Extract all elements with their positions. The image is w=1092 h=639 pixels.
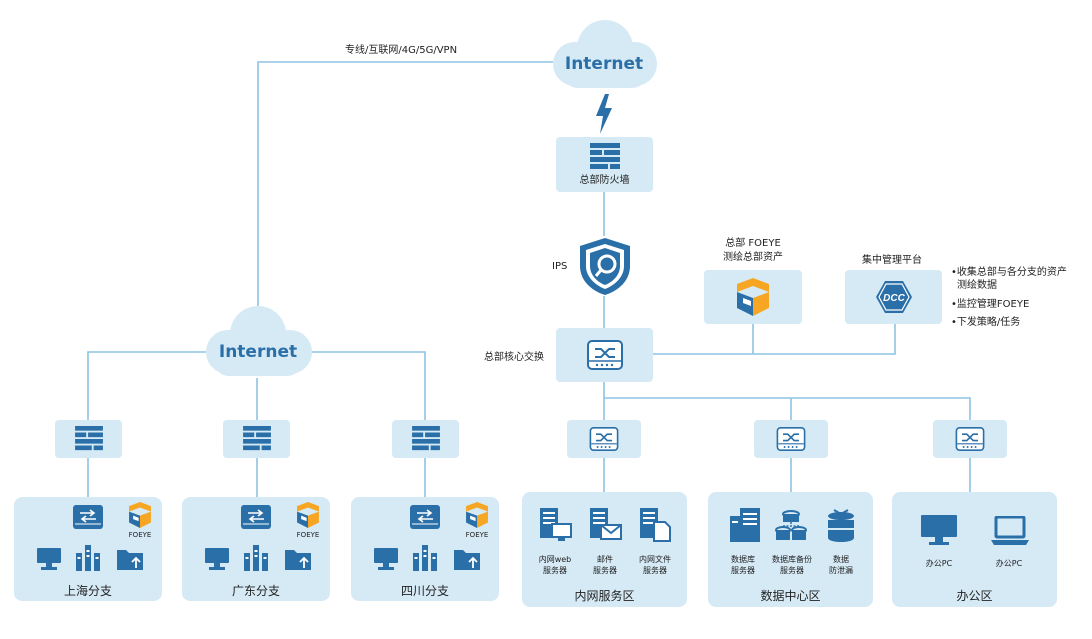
intranet-item-3: 内网文件服务器	[639, 555, 671, 575]
foeye-text: FOEYE	[128, 531, 152, 539]
foeye-text: FOEYE	[465, 531, 489, 539]
firewall-icon	[411, 426, 440, 451]
branch-zone-guangdong: FOEYE 广东分支	[182, 497, 330, 601]
office-item-2: 办公PC	[995, 559, 1023, 568]
internet-top-label: Internet	[564, 54, 644, 74]
hq-foeye-line1: 总部 FOEYE	[725, 238, 781, 249]
mgmt-label: 集中管理平台	[862, 255, 922, 266]
access-switch-datacenter[interactable]	[754, 420, 828, 458]
foeye-logo-icon	[466, 502, 488, 528]
desktop-icon	[374, 548, 398, 570]
hq-foeye-label: 总部 FOEYE 测绘总部资产	[708, 237, 798, 265]
hq-firewall-tile[interactable]: 总部防火墙	[556, 137, 653, 192]
branch-zone-shanghai: FOEYE 上海分支	[14, 497, 162, 601]
foeye-text: FOEYE	[296, 531, 320, 539]
feature-2: •监控管理FOEYE	[951, 299, 1030, 310]
desktop-icon	[37, 548, 61, 570]
office-zone: 办公PC 办公PC 办公区	[892, 492, 1057, 607]
datacenter-item-2: 数据库备份服务器	[772, 555, 812, 575]
switch-icon	[589, 427, 619, 451]
firewall-icon	[242, 426, 271, 451]
switch-icon	[955, 427, 985, 451]
firewall-icon	[590, 143, 620, 169]
core-switch-tile[interactable]	[556, 328, 653, 382]
internet-left-label: Internet	[218, 342, 298, 362]
link-label: 专线/互联网/4G/5G/VPN	[345, 45, 458, 56]
office-zone-title: 办公区	[956, 589, 993, 603]
ips-label: IPS	[552, 261, 568, 272]
data-leak-prevention-icon	[828, 509, 854, 542]
branch-name: 广东分支	[231, 584, 280, 598]
file-server-icon	[640, 508, 671, 542]
folder-upload-icon	[117, 550, 143, 570]
feature-3: •下发策略/任务	[951, 317, 1021, 328]
firewall-icon	[74, 426, 103, 451]
foeye-logo-icon	[737, 278, 769, 316]
datacenter-zone-title: 数据中心区	[760, 589, 821, 603]
dcc-hexagon-icon: DCC	[875, 281, 912, 313]
lightning-icon	[596, 94, 612, 134]
router-icon	[73, 505, 103, 529]
datacenter-item-1: 数据库服务器	[731, 555, 755, 575]
hq-foeye-line2: 测绘总部资产	[723, 252, 783, 263]
datacenter-item-3: 数据防泄漏	[829, 555, 853, 575]
desktop-pc-icon	[921, 515, 957, 545]
server-rack-icon	[413, 545, 437, 571]
switch-icon	[776, 427, 806, 451]
dcc-logo-text: DCC	[883, 293, 905, 304]
server-rack-icon	[76, 545, 100, 571]
mgmt-tile[interactable]: DCC	[845, 270, 942, 324]
cloud-icon	[553, 20, 657, 88]
mail-server-icon	[590, 508, 622, 540]
web-server-icon	[540, 508, 572, 541]
ips-shield-icon[interactable]	[578, 236, 632, 296]
branch-firewall-guangdong[interactable]	[223, 420, 290, 458]
office-item-1: 办公PC	[925, 559, 953, 568]
desktop-icon	[205, 548, 229, 570]
foeye-logo-icon	[297, 502, 319, 528]
core-switch-label: 总部核心交换	[484, 352, 544, 363]
branch-zone-sichuan: FOEYE 四川分支	[351, 497, 499, 601]
branch-name: 上海分支	[63, 584, 112, 598]
server-rack-icon	[244, 545, 268, 571]
foeye-logo-icon	[129, 502, 151, 528]
branch-name: 四川分支	[400, 584, 449, 598]
db-backup-icon	[775, 510, 807, 540]
intranet-zone-title: 内网服务区	[574, 589, 635, 603]
cloud-icon-left	[206, 306, 312, 376]
router-icon	[241, 505, 271, 529]
feature-1: •收集总部与各分支的资产	[951, 267, 1067, 278]
branch-firewall-shanghai[interactable]	[55, 420, 122, 458]
intranet-item-2: 邮件服务器	[593, 555, 617, 575]
folder-upload-icon	[454, 550, 480, 570]
access-switch-intranet[interactable]	[567, 420, 641, 458]
db-server-icon	[730, 508, 760, 542]
folder-upload-icon	[285, 550, 311, 570]
router-icon	[410, 505, 440, 529]
switch-icon	[586, 340, 623, 370]
feature-1-cont: 测绘数据	[957, 280, 997, 291]
laptop-icon	[991, 516, 1029, 545]
datacenter-zone: 数据库服务器 数据库备份服务器 数据防泄漏 数据中心区	[708, 492, 873, 607]
branch-firewall-sichuan[interactable]	[392, 420, 459, 458]
hq-foeye-tile[interactable]	[704, 270, 802, 324]
access-switch-office[interactable]	[933, 420, 1007, 458]
hq-firewall-label: 总部防火墙	[579, 175, 630, 186]
